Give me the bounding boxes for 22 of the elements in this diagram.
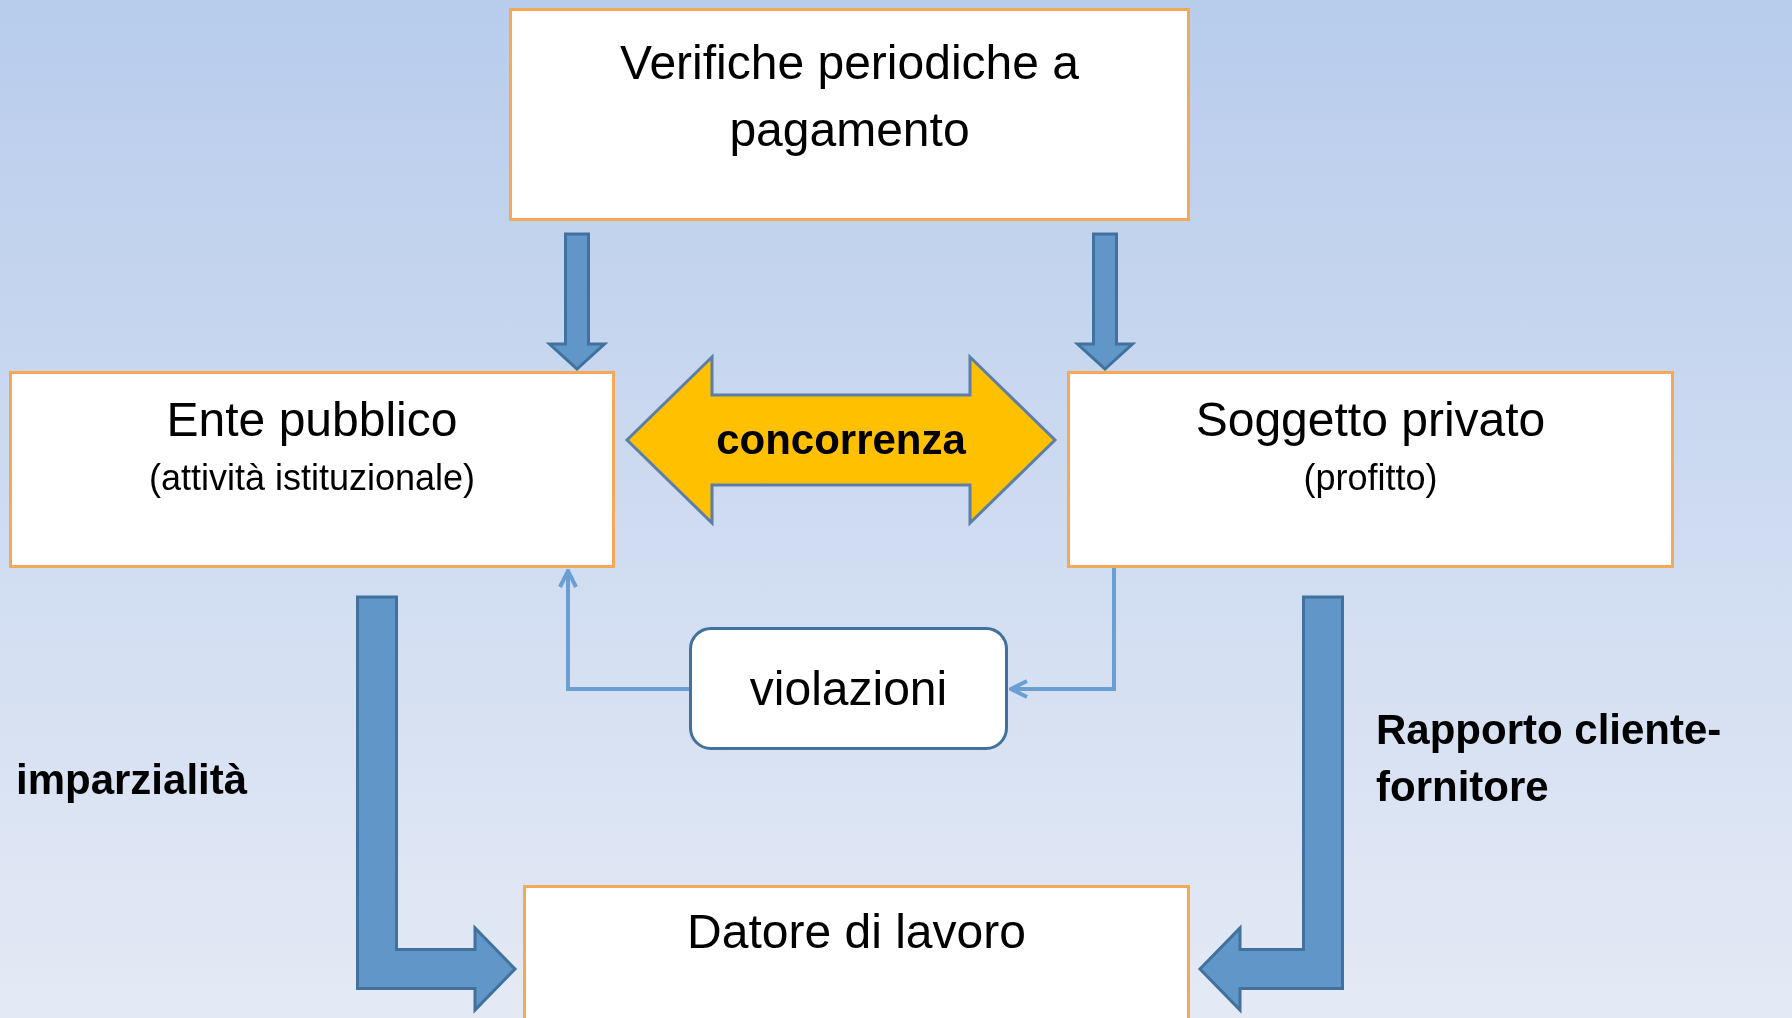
edge-label: Rapporto cliente-fornitore (1376, 705, 1723, 812)
text-box (9, 371, 615, 568)
node-title: Soggetto privato (1195, 392, 1546, 448)
text-box (509, 8, 1190, 221)
text-box (523, 885, 1190, 1018)
rounded-box (689, 627, 1008, 750)
edge-label: imparzialità (16, 755, 249, 805)
node-subtitle: (profitto) (1303, 457, 1438, 500)
double-block-arrow (624, 353, 1058, 527)
node-title: Verifiche periodiche a pagamento (619, 35, 1080, 159)
node-title: Datore di lavoro (687, 904, 1026, 960)
node-title: violazioni (749, 660, 948, 717)
text-box (1067, 371, 1674, 568)
node-subtitle: (attività istituzionale) (148, 457, 476, 500)
node-title: Ente pubblico (166, 392, 458, 448)
arrow (558, 569, 689, 691)
block-arrow (356, 595, 518, 1014)
block-arrow (1197, 595, 1344, 1014)
edge-label: concorrenza (716, 414, 966, 465)
block-arrow (545, 232, 609, 372)
block-arrow (1073, 232, 1137, 372)
arrow (1009, 568, 1116, 699)
